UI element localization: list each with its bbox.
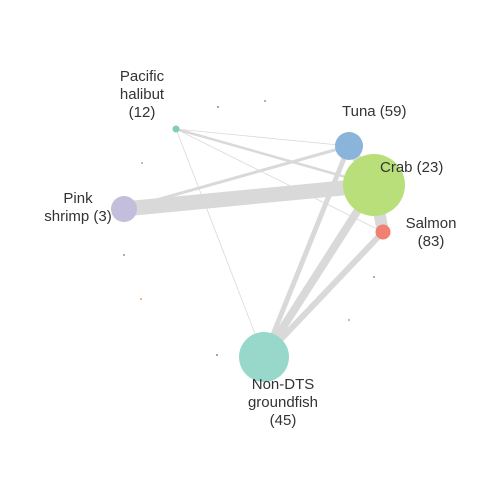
label-non-dts-groundfish-line-1: Non-DTS	[251, 376, 315, 393]
label-salmon-line-2: (83)	[417, 233, 445, 250]
label-non-dts-groundfish-line-2: groundfish	[247, 394, 319, 411]
edge-pacific_halibut-salmon	[175, 128, 384, 233]
label-salmon-line-1: Salmon	[405, 215, 457, 232]
isolated-node-7	[348, 319, 350, 321]
isolated-node-8	[373, 276, 375, 278]
label-pink-shrimp-line-2: shrimp (3)	[44, 208, 112, 225]
node-salmon	[375, 224, 391, 240]
network-nodes	[111, 125, 405, 382]
isolated-node-4	[123, 254, 125, 256]
label-pink-shrimp: Pink shrimp (3)	[30, 190, 126, 226]
isolated-node-6	[216, 354, 218, 356]
edge-pacific_halibut-non_dts_groundfish	[175, 128, 265, 358]
edge-pink_shrimp-tuna	[122, 144, 351, 211]
label-tuna: Tuna (59)	[342, 103, 406, 121]
edge-crab-non_dts_groundfish	[260, 181, 378, 361]
node-non-dts-groundfish	[239, 332, 289, 382]
label-non-dts-groundfish: Non-DTS groundfish (45)	[228, 376, 338, 430]
edge-tuna-non_dts_groundfish	[261, 143, 352, 360]
isolated-node-2	[264, 100, 266, 102]
label-pacific-halibut-line-1: Pacific	[119, 68, 165, 85]
network-edges	[116, 127, 389, 361]
isolated-node-3	[141, 162, 143, 164]
edge-salmon-non_dts_groundfish	[261, 229, 386, 360]
node-tuna	[335, 132, 363, 160]
label-pacific-halibut-line-3: (12)	[128, 104, 156, 121]
edge-pacific_halibut-crab	[174, 127, 376, 187]
node-pacific-halibut	[172, 125, 180, 133]
label-crab: Crab (23)	[380, 159, 443, 177]
label-pink-shrimp-line-1: Pink	[63, 190, 93, 207]
label-tuna-line-1: Tuna (59)	[342, 103, 407, 120]
isolated-node-1	[217, 106, 219, 108]
edge-pacific_halibut-tuna	[175, 128, 350, 147]
label-salmon: Salmon (83)	[393, 215, 469, 251]
label-pacific-halibut-line-2: halibut	[119, 86, 165, 103]
node-pink-shrimp	[111, 196, 137, 222]
label-crab-line-1: Crab (23)	[380, 159, 444, 176]
isolated-nodes	[123, 100, 375, 356]
label-non-dts-groundfish-line-3: (45)	[269, 412, 297, 429]
isolated-node-5	[140, 298, 142, 300]
label-pacific-halibut: Pacific halibut (12)	[102, 68, 182, 122]
node-crab	[343, 154, 405, 216]
